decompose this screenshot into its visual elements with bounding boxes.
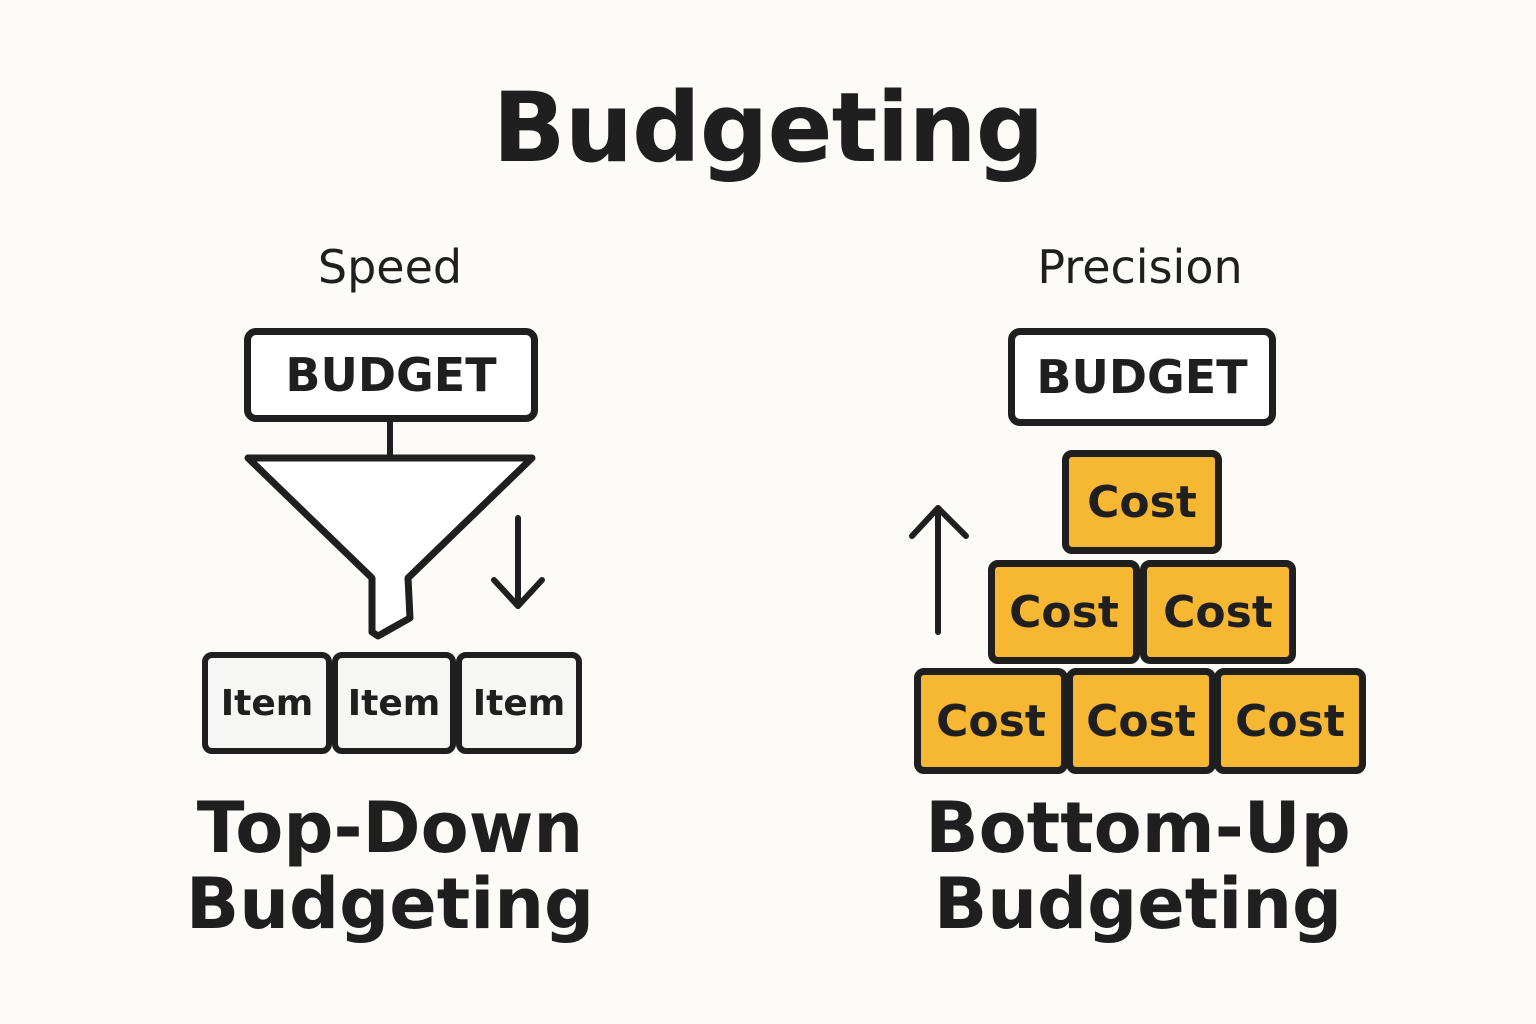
cost-label: Cost	[936, 695, 1046, 747]
cost-block: Cost	[988, 560, 1140, 664]
item-box: Item	[202, 652, 332, 754]
right-caption: Bottom-Up Budgeting	[918, 790, 1358, 942]
cost-block: Cost	[1062, 450, 1222, 554]
cost-label: Cost	[1235, 695, 1345, 747]
right-budget-box: BUDGET	[1008, 328, 1276, 426]
right-subtitle: Precision	[1037, 240, 1243, 294]
item-label: Item	[472, 682, 566, 724]
cost-label: Cost	[1086, 695, 1196, 747]
item-label: Item	[220, 682, 314, 724]
left-subtitle: Speed	[317, 240, 463, 294]
arrow-up-icon	[909, 505, 969, 635]
left-budget-label: BUDGET	[285, 348, 497, 402]
item-label: Item	[347, 682, 441, 724]
left-caption-line1: Top-Down	[196, 787, 584, 869]
arrow-down-icon	[491, 515, 545, 609]
right-caption-line2: Budgeting	[933, 863, 1343, 945]
diagram-title: Budgeting	[492, 72, 1045, 184]
funnel-icon	[244, 454, 536, 640]
left-budget-box: BUDGET	[244, 328, 538, 422]
cost-label: Cost	[1087, 476, 1197, 528]
cost-block: Cost	[914, 668, 1068, 774]
cost-block: Cost	[1066, 668, 1216, 774]
left-caption-line2: Budgeting	[185, 863, 595, 945]
cost-label: Cost	[1009, 586, 1119, 638]
cost-block: Cost	[1140, 560, 1296, 664]
cost-label: Cost	[1163, 586, 1273, 638]
left-caption: Top-Down Budgeting	[170, 790, 610, 942]
right-caption-line1: Bottom-Up	[925, 787, 1351, 869]
right-budget-label: BUDGET	[1036, 350, 1248, 404]
cost-block: Cost	[1214, 668, 1366, 774]
item-box: Item	[456, 652, 582, 754]
item-box: Item	[332, 652, 456, 754]
